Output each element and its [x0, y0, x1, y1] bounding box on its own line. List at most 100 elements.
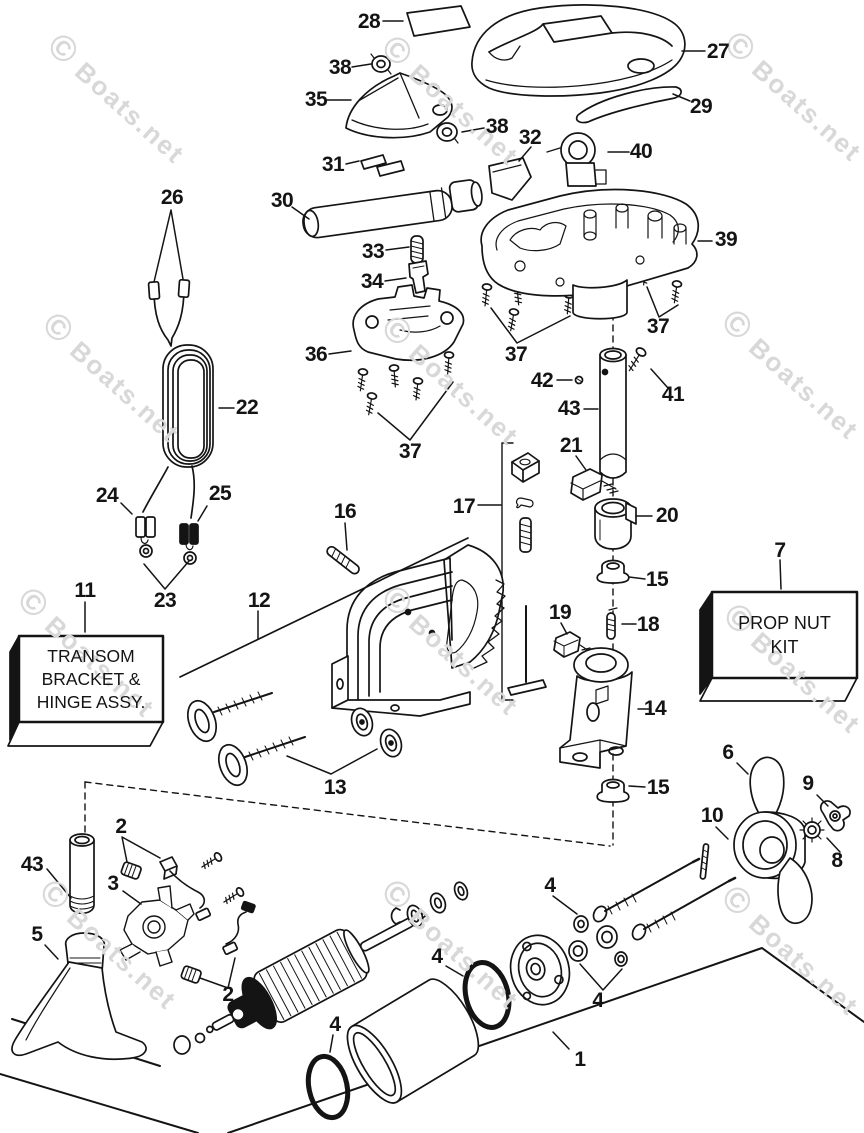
callout-42: 42: [530, 369, 554, 392]
part-42-screw: [574, 375, 584, 385]
callout-43: 43: [557, 397, 581, 420]
part-10-drive-pin: [699, 843, 710, 880]
part-9-wing-nut: [819, 800, 851, 832]
part-6-propeller: [733, 756, 813, 925]
part-41-bolt: [628, 347, 647, 372]
part-16-pin: [326, 545, 360, 575]
callout-15: 15: [645, 568, 669, 591]
callout-7: 7: [774, 539, 786, 562]
part-14-swivel-bracket: [559, 647, 633, 769]
leader-lines: [44, 20, 841, 1053]
part-31-lever: [360, 154, 405, 177]
callout-39: 39: [714, 228, 738, 251]
part-38-retainer-upper: [370, 53, 392, 75]
callout-38: 38: [328, 56, 352, 79]
callout-37: 37: [646, 315, 670, 338]
part-18-pin: [606, 607, 618, 640]
callout-17: 17: [452, 495, 476, 518]
part-26-lead-wires: [147, 278, 191, 347]
part-13-clamp-screws: [186, 691, 403, 787]
callout-28: 28: [357, 10, 381, 33]
callout-9: 9: [802, 772, 814, 795]
callout-13: 13: [323, 776, 347, 799]
prop-nut-kit-label-box: PROP NUT KIT: [712, 592, 857, 678]
transom-box-faces: [7, 634, 165, 747]
part-35-handle-cover: [345, 72, 453, 139]
propnut-box-faces: [699, 590, 859, 702]
callout-34: 34: [360, 270, 384, 293]
part-2-brush-springs: [120, 856, 256, 984]
callout-4: 4: [431, 945, 443, 968]
transom-box-text: HINGE ASSY.: [36, 691, 146, 712]
part-33-spring: [410, 235, 424, 264]
callout-8: 8: [831, 849, 843, 872]
callout-33: 33: [361, 240, 385, 263]
transom-bracket-label-box: TRANSOM BRACKET & HINGE ASSY.: [19, 636, 163, 722]
callout-4: 4: [329, 1013, 341, 1036]
group-17-bracket: [501, 442, 514, 701]
callout-43: 43: [20, 853, 44, 876]
callout-11: 11: [74, 579, 96, 602]
callout-2: 2: [222, 983, 234, 1006]
transom-box-text: BRACKET &: [41, 668, 141, 689]
part-5-skeg-housing: [11, 932, 147, 1061]
callout-25: 25: [208, 482, 232, 505]
part-20-collar: [594, 498, 637, 550]
brush-screws: [198, 850, 246, 907]
part-15-grommet-upper: [596, 559, 630, 584]
callout-40: 40: [629, 140, 653, 163]
callout-4: 4: [544, 874, 556, 897]
part-4-o-rings: [305, 960, 512, 1121]
callout-26: 26: [160, 186, 184, 209]
propnut-box-text: PROP NUT: [738, 613, 831, 633]
propnut-box-text: KIT: [770, 637, 799, 657]
callout-5: 5: [31, 923, 43, 946]
part-30-tiller-handle: [302, 179, 483, 239]
part-22-cable-coil: [142, 344, 214, 519]
callout-19: 19: [548, 601, 572, 624]
part-27-top-cover: [471, 4, 686, 97]
part-34-key: [408, 260, 429, 294]
callout-3: 3: [107, 872, 119, 895]
motor-end-cap: [509, 934, 571, 1006]
bracket-leader-line: [179, 537, 469, 678]
callout-37: 37: [398, 440, 422, 463]
callout-24: 24: [95, 484, 119, 507]
part-39-lower-housing: [480, 188, 700, 320]
callout-18: 18: [636, 613, 660, 636]
part-25-terminal: [179, 523, 199, 565]
callout-14: 14: [643, 697, 667, 720]
callout-2: 2: [115, 815, 127, 838]
part-1-motor-housing: [346, 978, 480, 1104]
callout-38: 38: [485, 115, 509, 138]
callout-21: 21: [559, 434, 583, 457]
callout-6: 6: [722, 741, 734, 764]
part-3-brush-holder: [119, 885, 195, 967]
part-12-transom-bracket: [331, 544, 506, 717]
callout-12: 12: [247, 589, 271, 612]
part-15-grommet-lower: [596, 778, 630, 803]
callout-4: 4: [592, 989, 604, 1012]
part-24-terminal: [135, 516, 156, 558]
part-36-handle-base: [352, 284, 465, 362]
part-4-washers: [568, 915, 628, 967]
part-17-group: [507, 452, 547, 696]
callout-16: 16: [333, 500, 357, 523]
callout-29: 29: [689, 95, 713, 118]
part-40-switch: [546, 132, 607, 187]
callout-30: 30: [270, 189, 294, 212]
callout-1: 1: [574, 1048, 586, 1071]
mounting-bolts: [592, 857, 737, 941]
callout-22: 22: [235, 396, 259, 419]
callout-36: 36: [304, 343, 328, 366]
callout-10: 10: [700, 804, 724, 827]
callout-27: 27: [706, 40, 730, 63]
part-29-trim-strip: [575, 86, 682, 124]
part-21-clamp-knob: [570, 468, 619, 501]
callout-41: 41: [661, 383, 685, 406]
part-28-pad: [406, 5, 471, 37]
callout-31: 31: [321, 153, 345, 176]
callout-35: 35: [304, 88, 328, 111]
